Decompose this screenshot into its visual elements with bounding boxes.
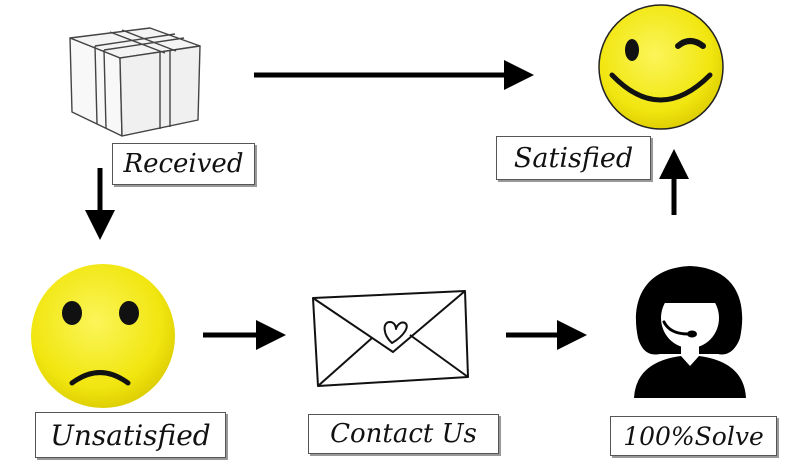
support-agent-headset-icon — [634, 266, 746, 398]
received-label: Received — [112, 143, 255, 185]
unsatisfied-label: Unsatisfied — [35, 412, 226, 458]
contact-us-label: Contact Us — [308, 414, 499, 454]
envelope-heart-icon — [312, 290, 469, 387]
solve-label: 100%Solve — [610, 416, 777, 456]
satisfied-label: Satisfied — [496, 136, 651, 180]
box-icon — [69, 27, 201, 137]
winking-smiley-icon — [598, 4, 724, 130]
sad-face-icon — [31, 264, 175, 408]
